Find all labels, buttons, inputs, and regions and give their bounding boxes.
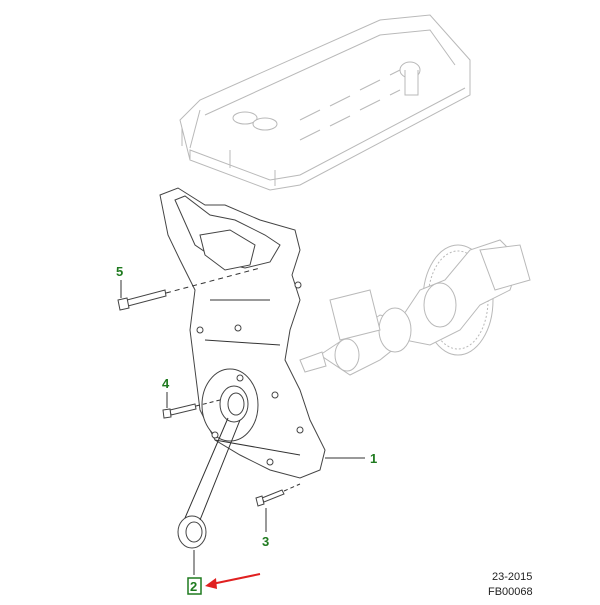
crankshaft-ghost: [299, 239, 531, 376]
cam-cover-ghost: [179, 14, 471, 191]
callout-2-highlight[interactable]: 2: [187, 577, 202, 595]
bolt-item-3: [255, 483, 301, 507]
bolt-item-4: [162, 399, 221, 419]
callout-3[interactable]: 3: [262, 534, 269, 549]
callout-4[interactable]: 4: [162, 376, 170, 391]
date-code: 23-2015: [492, 571, 532, 583]
bolt-item-5: [117, 267, 261, 311]
leader-lines: [120, 280, 365, 575]
timing-cover: [159, 187, 326, 479]
crankshaft-seal: [177, 417, 241, 549]
red-pointer-arrow: [205, 573, 261, 589]
callout-5[interactable]: 5: [116, 264, 123, 279]
callout-2[interactable]: 2: [190, 579, 197, 594]
callout-1[interactable]: 1: [370, 451, 377, 466]
figure-code: FB00068: [488, 586, 533, 598]
